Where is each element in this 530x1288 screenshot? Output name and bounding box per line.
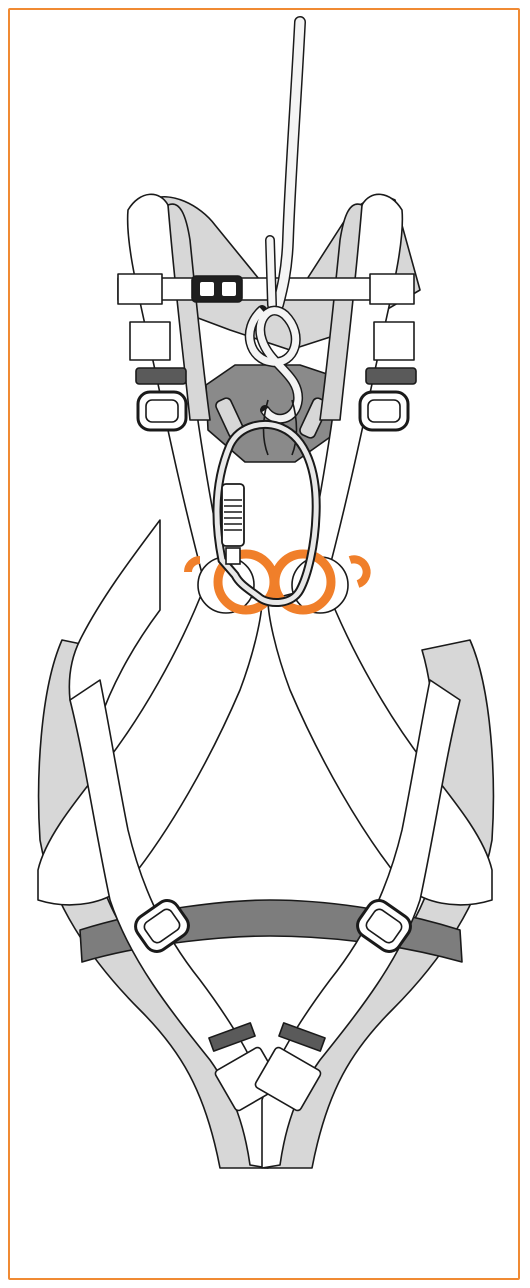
- leg-buckle-left: [134, 899, 190, 953]
- shoulder-tab-left: [129, 321, 171, 361]
- leg-buckle-right: [356, 899, 412, 953]
- rope: [265, 16, 306, 311]
- shoulder-tab-right: [373, 321, 415, 361]
- carabiner-gate-lock: [221, 483, 245, 565]
- keeper-right: [278, 1022, 326, 1052]
- chest-buckle-icon: [191, 275, 243, 303]
- adjuster-buckle-upper-right: [358, 367, 417, 432]
- chest-strap: [117, 273, 415, 305]
- cross-strap-right-to-left: [267, 584, 493, 906]
- carabiner-icon: [212, 419, 321, 607]
- figure-eight-knot-icon: [244, 305, 304, 456]
- adjuster-buckle-upper-left: [135, 367, 188, 432]
- cross-strap-left-to-right: [37, 519, 263, 906]
- strap-tip-right: [254, 1046, 322, 1112]
- keeper-left: [208, 1022, 256, 1052]
- attachment-rings: [184, 549, 371, 615]
